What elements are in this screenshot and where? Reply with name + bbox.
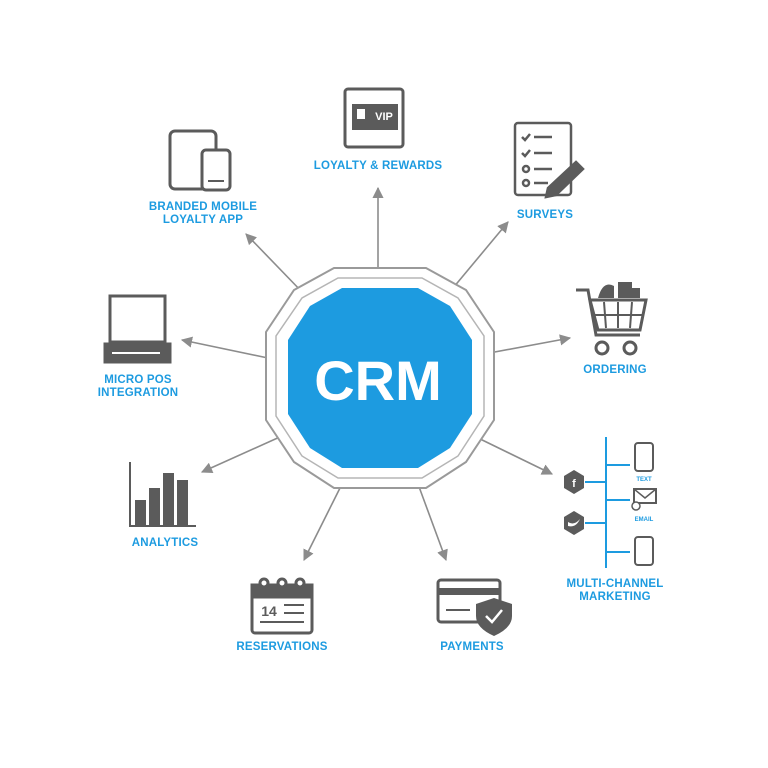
arrow-reservations: [303, 487, 341, 562]
phone-text-icon: [634, 442, 654, 472]
label-analytics: ANALYTICS: [115, 537, 215, 550]
label-loyalty-rewards: LOYALTY & REWARDS: [298, 160, 458, 173]
label-ordering: ORDERING: [570, 364, 660, 377]
crm-hub: CRM: [265, 267, 495, 489]
marketing-channels-icon: f TEXT EMAIL: [564, 437, 657, 568]
label-ordering-text: ORDERING: [583, 364, 647, 376]
connector-arrows: [180, 186, 572, 562]
label-marketing-line2: MARKETING: [579, 591, 651, 603]
label-surveys: SURVEYS: [500, 209, 590, 222]
label-pos-line1: MICRO POS: [104, 374, 172, 386]
bar-chart-icon: [129, 462, 196, 527]
label-mobile-line1: BRANDED MOBILE: [148, 201, 258, 213]
phone-icon: [634, 536, 654, 566]
arrow-mobile: [245, 233, 305, 295]
vip-badge-text: VIP: [375, 111, 393, 123]
label-loyalty-text: LOYALTY & REWARDS: [313, 160, 443, 172]
shopping-cart-icon: [576, 282, 648, 356]
label-mobile-line2: LOYALTY APP: [162, 214, 244, 226]
label-marketing-line1: MULTI-CHANNEL: [566, 578, 664, 590]
svg-text:f: f: [572, 478, 576, 490]
channel-email-label: EMAIL: [635, 517, 654, 523]
label-reservations-text: RESERVATIONS: [236, 641, 328, 653]
arrow-surveys: [447, 221, 509, 295]
survey-clipboard-icon: [513, 121, 585, 199]
arrow-marketing: [473, 435, 554, 475]
calendar-icon: 14: [250, 577, 314, 635]
label-payments-text: PAYMENTS: [440, 641, 504, 653]
channel-text-label: TEXT: [636, 477, 652, 483]
arrow-payments: [417, 483, 448, 562]
facebook-icon: [564, 470, 584, 494]
hub-label: CRM: [314, 349, 442, 412]
label-surveys-text: SURVEYS: [516, 209, 574, 221]
calendar-day-text: 14: [261, 603, 277, 619]
arrow-pos: [180, 336, 269, 359]
label-reservations: RESERVATIONS: [222, 641, 342, 654]
arrow-analytics: [200, 435, 283, 473]
hub-fill: [288, 288, 472, 468]
label-pos-line2: INTEGRATION: [97, 387, 179, 399]
label-payments: PAYMENTS: [422, 641, 522, 654]
email-icon: [631, 488, 657, 511]
hub-inner-ring: [275, 277, 485, 479]
arrow-ordering: [483, 334, 572, 355]
card-shield-icon: [436, 578, 512, 636]
label-micro-pos: MICRO POS INTEGRATION: [78, 374, 198, 400]
pos-terminal-icon: [103, 294, 172, 364]
label-branded-mobile: BRANDED MOBILE LOYALTY APP: [128, 201, 278, 227]
vip-card-icon: VIP: [343, 87, 405, 149]
label-multichannel-marketing: MULTI-CHANNEL MARKETING: [550, 578, 680, 604]
tablet-phone-icon: [168, 129, 232, 192]
twitter-icon: [564, 511, 584, 535]
label-analytics-text: ANALYTICS: [131, 537, 199, 549]
